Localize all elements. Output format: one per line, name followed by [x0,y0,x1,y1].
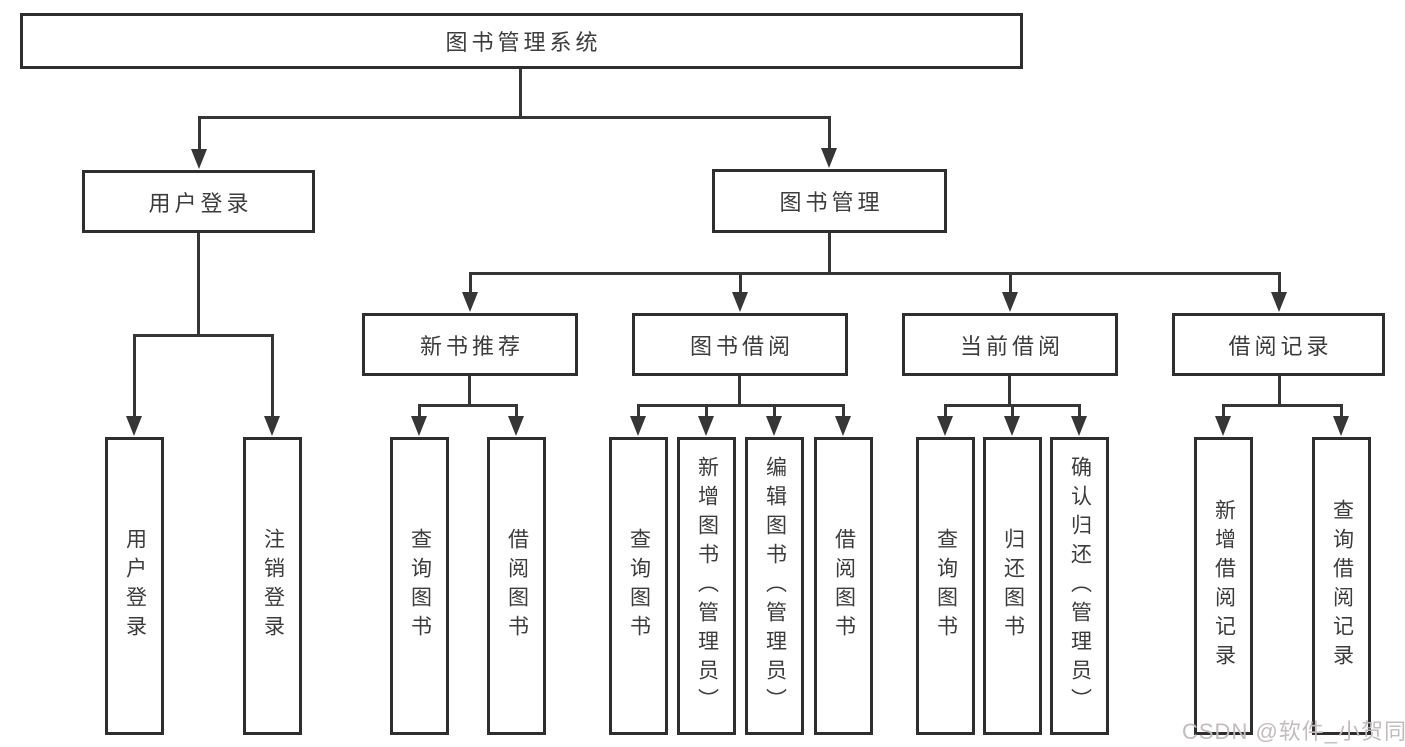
node-book-borrowing: 图书借阅 [632,313,848,376]
node-book-management: 图书管理 [712,169,947,233]
leaf-add-books-admin: 新增图书（管理员） [677,437,736,735]
leaf-borrow-books-recommend: 借阅图书 [487,437,546,735]
arrow-down-icon [126,334,142,436]
arrow-down-icon [462,272,478,312]
arrow-down-icon [835,404,851,436]
connector-line [468,376,471,407]
leaf-user-login: 用户登录 [105,437,164,735]
arrow-down-icon [1215,404,1231,436]
connector-line [197,233,200,337]
connector-line [469,272,1281,275]
leaf-return-books: 归还图书 [983,437,1042,735]
leaf-borrow-books-borrowing: 借阅图书 [814,437,873,735]
connector-line [198,116,831,119]
arrow-down-icon [191,116,207,169]
node-new-book-recommendation: 新书推荐 [362,313,578,376]
node-current-borrowing: 当前借阅 [902,313,1118,376]
connector-line [828,233,831,275]
connector-line [1222,404,1343,407]
connector-line [738,376,741,407]
leaf-query-books-recommend: 查询图书 [390,437,449,735]
leaf-query-books-current: 查询图书 [916,437,975,735]
arrow-down-icon [1002,272,1018,312]
arrow-down-icon [1071,404,1087,436]
arrow-down-icon [732,272,748,312]
connector-line [637,404,845,407]
leaf-query-books-borrowing: 查询图书 [609,437,668,735]
connector-line [519,69,522,119]
leaf-add-borrow-record: 新增借阅记录 [1194,437,1253,735]
arrow-down-icon [937,404,953,436]
leaf-confirm-return-admin: 确认归还（管理员） [1050,437,1109,735]
arrow-down-icon [411,404,427,436]
connector-line [1278,376,1281,407]
arrow-down-icon [630,404,646,436]
connector-line [418,404,518,407]
leaf-edit-books-admin: 编辑图书（管理员） [745,437,804,735]
arrow-down-icon [264,334,280,436]
leaf-logout: 注销登录 [243,437,302,735]
arrow-down-icon [821,116,837,168]
arrow-down-icon [1333,404,1349,436]
leaf-query-borrow-record: 查询借阅记录 [1312,437,1371,735]
node-borrowing-records: 借阅记录 [1172,313,1385,376]
csdn-watermark: CSDN @软件_小贺同学 [1182,719,1405,744]
node-user-login: 用户登录 [82,170,315,233]
arrow-down-icon [1271,272,1287,312]
node-library-management-system: 图书管理系统 [20,13,1023,69]
arrow-down-icon [698,404,714,436]
connector-line [1008,376,1011,407]
connector-line [133,334,274,337]
arrow-down-icon [508,404,524,436]
arrow-down-icon [1004,404,1020,436]
arrow-down-icon [766,404,782,436]
